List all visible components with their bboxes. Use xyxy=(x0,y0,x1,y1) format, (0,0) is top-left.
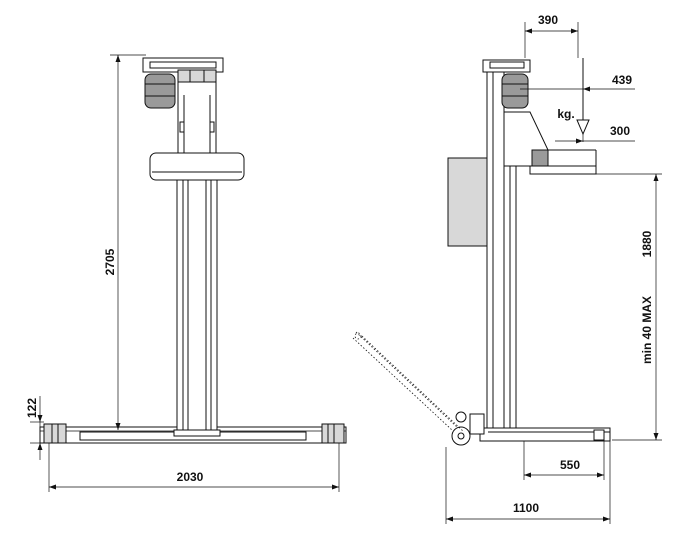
side-load-marker xyxy=(576,58,590,142)
dim-2030-label: 2030 xyxy=(177,470,204,484)
dim-1880-label: 1880 xyxy=(640,230,654,257)
side-mast xyxy=(486,69,517,429)
front-base xyxy=(39,423,347,444)
dim-1100-label: 1100 xyxy=(513,501,539,515)
side-counterweight xyxy=(447,157,489,247)
front-view xyxy=(30,54,347,492)
dim-550-label: 550 xyxy=(560,458,580,472)
dim-300-label: 300 xyxy=(610,124,630,138)
front-carriage xyxy=(149,152,245,181)
side-carriage xyxy=(503,111,597,175)
dim-439-label: 439 xyxy=(612,73,632,87)
front-head xyxy=(142,57,224,154)
load-unit-label: kg. xyxy=(557,107,574,121)
side-view xyxy=(352,22,662,524)
side-handle-dotted xyxy=(352,331,465,433)
dim-min40max-label: min 40 MAX xyxy=(640,296,654,364)
dim-2705-label: 2705 xyxy=(103,248,117,275)
side-base xyxy=(479,427,611,442)
dim-390-label: 390 xyxy=(538,13,558,27)
front-dimensions xyxy=(30,54,340,492)
dim-122-label: 122 xyxy=(25,398,39,418)
side-dimensions xyxy=(445,22,662,524)
side-head xyxy=(482,59,531,109)
side-wheel xyxy=(451,411,485,446)
front-mast xyxy=(176,179,218,431)
